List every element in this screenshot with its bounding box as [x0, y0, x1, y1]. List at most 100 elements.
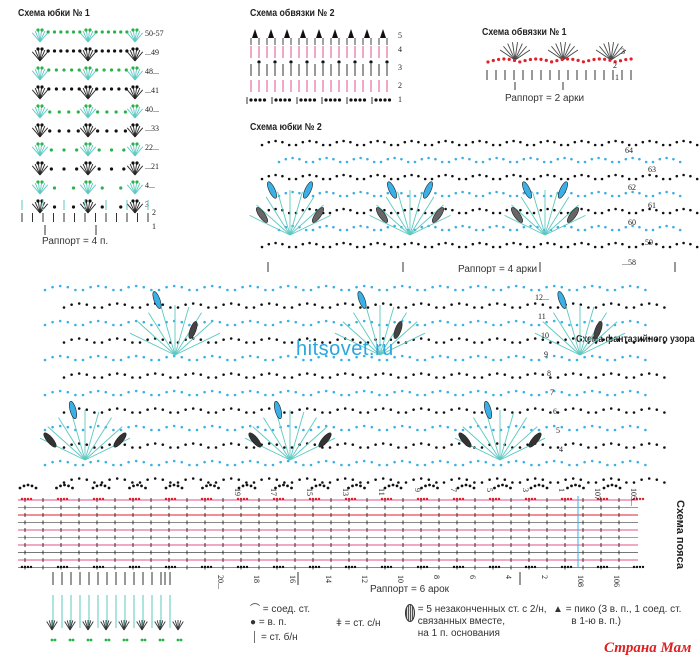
- chain-stitch: [131, 28, 135, 32]
- stitch-line: [46, 621, 53, 631]
- chain-stitch: [366, 376, 370, 379]
- chain-stitch: [237, 408, 241, 411]
- chain-stitch: [226, 463, 229, 467]
- chain-stitch: [498, 177, 502, 181]
- chain-stitch: [351, 303, 355, 306]
- chain-stitch: [267, 140, 271, 144]
- chain-stitch: [321, 306, 324, 309]
- stitch-line: [126, 89, 136, 100]
- chain-stitch: [632, 497, 636, 501]
- stitch-line: [34, 144, 41, 157]
- chain-stitch: [397, 411, 400, 414]
- stitch-line: [134, 106, 141, 119]
- chain-stitch: [465, 338, 469, 341]
- chain-stitch: [625, 481, 628, 484]
- chain-stitch: [678, 160, 682, 164]
- chain-stitch: [465, 408, 469, 411]
- stitch-line: [87, 203, 97, 214]
- chain-stitch: [271, 358, 275, 362]
- chain-stitch: [161, 338, 165, 341]
- chain-stitch: [74, 323, 77, 327]
- chain-stitch: [77, 337, 81, 340]
- chain-stitch: [332, 285, 336, 289]
- chain-stitch: [640, 443, 643, 446]
- chain-stitch: [157, 463, 161, 467]
- chain-stitch: [447, 160, 451, 164]
- chain-stitch: [326, 486, 330, 490]
- chain-stitch: [305, 302, 309, 305]
- chain-stitch: [77, 477, 81, 480]
- chain-stitch: [294, 245, 298, 249]
- stitch-line: [37, 30, 41, 43]
- row-label: 4: [559, 445, 563, 454]
- legend-cluster: = 5 незаконченных ст. с 2/н, связанных в…: [405, 604, 547, 640]
- chain-stitch: [241, 285, 244, 289]
- chain-stitch: [119, 358, 123, 362]
- chain-stitch: [131, 85, 135, 89]
- chain-stitch: [404, 481, 408, 484]
- chain-stitch: [311, 497, 315, 501]
- chain-stitch: [88, 123, 92, 127]
- chain-stitch: [602, 408, 605, 411]
- chain-stitch: [142, 390, 146, 394]
- chain-stitch: [81, 288, 85, 292]
- row-label: 13: [341, 488, 350, 496]
- stitch-line: [156, 620, 161, 631]
- chain-stitch: [260, 143, 264, 147]
- chain-stitch: [119, 428, 123, 432]
- chain-stitch: [625, 411, 628, 414]
- chain-stitch: [378, 358, 381, 362]
- chain-stitch: [191, 372, 195, 375]
- stitch-line: [132, 87, 136, 100]
- row-label: 63: [648, 165, 656, 174]
- chain-stitch: [446, 390, 450, 394]
- chain-stitch: [20, 565, 24, 569]
- chain-stitch: [454, 358, 457, 362]
- chain-stitch: [583, 425, 586, 429]
- chain-stitch: [214, 411, 218, 414]
- row-label: 3: [398, 63, 402, 72]
- chain-stitch: [366, 481, 370, 484]
- chain-stitch: [312, 98, 317, 102]
- chain-stitch: [239, 565, 243, 569]
- stitch-line: [79, 165, 89, 176]
- chain-stitch: [511, 306, 514, 309]
- chain-stitch: [607, 208, 611, 212]
- chain-stitch: [385, 428, 389, 432]
- chain-stitch: [260, 245, 264, 249]
- stitch-line: [551, 45, 564, 61]
- chain-stitch: [74, 463, 77, 467]
- chain-stitch: [355, 390, 358, 394]
- chain-stitch: [180, 285, 184, 289]
- chain-stitch: [545, 425, 548, 429]
- chain-stitch: [281, 565, 285, 569]
- chain-stitch: [629, 57, 633, 61]
- stitch-line: [126, 184, 136, 195]
- chain-stitch: [342, 139, 345, 143]
- chain-stitch: [634, 211, 638, 215]
- chain-stitch: [36, 66, 40, 70]
- chain-stitch: [93, 376, 96, 379]
- chain-stitch: [583, 390, 586, 394]
- stitch-line: [132, 68, 136, 81]
- chain-stitch: [526, 443, 529, 446]
- chain-stitch: [40, 123, 44, 127]
- row-label: 2: [613, 61, 617, 70]
- chain-stitch: [301, 242, 305, 246]
- chain-stitch: [188, 428, 191, 432]
- chain-stitch: [98, 497, 102, 501]
- chain-stitch: [294, 390, 298, 394]
- chain-stitch: [108, 303, 111, 306]
- chain-stitch: [290, 306, 294, 309]
- chain-stitch: [594, 446, 598, 449]
- chain-stitch: [92, 565, 96, 569]
- chain-stitch: [88, 199, 92, 203]
- chain-stitch: [313, 338, 317, 341]
- row-label: 6: [553, 407, 557, 416]
- chain-stitch: [450, 303, 453, 306]
- chain-stitch: [100, 205, 104, 209]
- chain-stitch: [342, 241, 345, 245]
- chain-stitch: [165, 390, 168, 394]
- chain-stitch: [492, 393, 495, 397]
- chain-stitch: [474, 228, 478, 232]
